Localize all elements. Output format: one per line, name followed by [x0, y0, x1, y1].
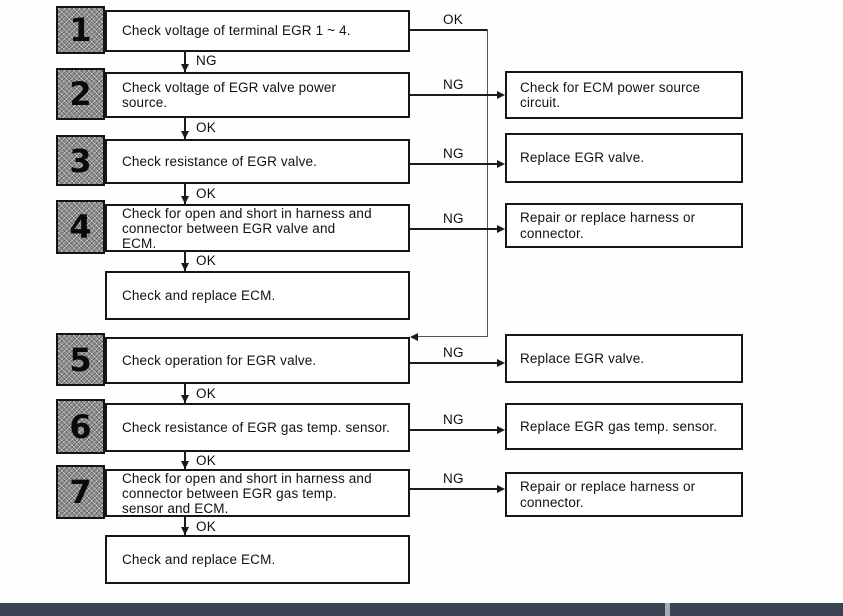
step-2-number: 2	[69, 75, 92, 113]
step-7-text: Check for open and short in harness and …	[122, 470, 372, 516]
arrowhead-s1-s2	[181, 64, 189, 72]
connector-s2-r2	[410, 94, 500, 96]
result-repair-harness-1-text: Repair or replace harness or connector.	[520, 210, 696, 241]
result-replace-gas-temp-sensor-text: Replace EGR gas temp. sensor.	[520, 418, 718, 434]
ng-label-s7: NG	[443, 471, 464, 486]
step-4-box: Check for open and short in harness and …	[105, 204, 410, 252]
ok-label-s3: OK	[196, 186, 217, 201]
ecm-box-lower: Check and replace ECM.	[105, 535, 410, 584]
ok-label-s4: OK	[196, 253, 217, 268]
step-2-text: Check voltage of EGR valve power source.	[122, 79, 337, 111]
ng-label-s3: NG	[443, 146, 464, 161]
result-replace-egr-valve-2-text: Replace EGR valve.	[520, 350, 645, 366]
connector-s2-s3	[184, 118, 186, 139]
step-5-number-badge: 5	[56, 333, 105, 386]
step-6-text: Check resistance of EGR gas temp. sensor…	[122, 419, 391, 435]
step-3-number: 3	[69, 141, 92, 180]
step-4-number-badge: 4	[56, 200, 105, 254]
connector-s3-r3	[410, 163, 500, 165]
step-3-number-badge: 3	[56, 135, 105, 186]
ecm-box-upper: Check and replace ECM.	[105, 271, 410, 320]
step-5-box: Check operation for EGR valve.	[105, 337, 410, 384]
result-replace-egr-valve-1-text: Replace EGR valve.	[520, 150, 645, 166]
ng-label-s5: NG	[443, 345, 464, 360]
ok-label-s7: OK	[196, 519, 217, 534]
connector-s4-ecm1	[184, 252, 186, 271]
ng-label-s4: NG	[443, 211, 464, 226]
page-footer-bar-divider	[665, 603, 670, 616]
arrowhead-s3-s4	[181, 196, 189, 204]
step-5-number: 5	[69, 340, 92, 379]
arrowhead-s3-r3	[497, 160, 505, 168]
step-4-text: Check for open and short in harness and …	[122, 205, 372, 251]
step-5-text: Check operation for EGR valve.	[122, 352, 317, 368]
ecm-lower-text: Check and replace ECM.	[122, 551, 276, 567]
arrowhead-s7-r7	[497, 485, 505, 493]
result-repair-harness-2-text: Repair or replace harness or connector.	[520, 479, 696, 510]
arrowhead-s2-s3	[181, 131, 189, 139]
step-6-box: Check resistance of EGR gas temp. sensor…	[105, 403, 410, 452]
result-ecm-power-text: Check for ECM power source circuit.	[520, 79, 701, 111]
result-box-repair-harness-1: Repair or replace harness or connector.	[505, 203, 743, 248]
step-7-number-badge: 7	[56, 465, 105, 519]
result-box-replace-egr-valve-2: Replace EGR valve.	[505, 334, 743, 383]
connector-s5-s6	[184, 384, 186, 403]
ng-label-s2: NG	[443, 77, 464, 92]
arrowhead-into-step5	[410, 333, 418, 341]
connector-s7-ecm2	[184, 517, 186, 535]
step-3-box: Check resistance of EGR valve.	[105, 139, 410, 184]
step-2-box: Check voltage of EGR valve power source.	[105, 72, 410, 118]
connector-s7-r7	[410, 488, 500, 490]
ok-label-s2: OK	[196, 120, 217, 135]
result-box-replace-gas-temp-sensor: Replace EGR gas temp. sensor.	[505, 403, 743, 450]
result-box-ecm-power: Check for ECM power source circuit.	[505, 71, 743, 119]
ok-label-step1: OK	[443, 12, 464, 27]
result-box-replace-egr-valve-1: Replace EGR valve.	[505, 133, 743, 183]
connector-s1-s2	[184, 52, 186, 72]
step-4-number: 4	[69, 208, 92, 246]
arrowhead-s2-r2	[497, 91, 505, 99]
connector-s6-r6	[410, 429, 500, 431]
result-box-repair-harness-2: Repair or replace harness or connector.	[505, 472, 743, 517]
connector-s1-ok-return	[416, 336, 488, 337]
step-1-number-badge: 1	[56, 6, 105, 54]
step-1-text: Check voltage of terminal EGR 1 ~ 4.	[122, 23, 351, 39]
step-1-number: 1	[69, 11, 92, 49]
step-1-box: Check voltage of terminal EGR 1 ~ 4.	[105, 10, 410, 52]
connector-s4-r4	[410, 228, 500, 230]
arrowhead-s6-s7	[181, 461, 189, 469]
ok-label-s5: OK	[196, 386, 217, 401]
step-3-text: Check resistance of EGR valve.	[122, 153, 318, 169]
step-2-number-badge: 2	[56, 68, 105, 120]
connector-s6-s7	[184, 452, 186, 469]
arrowhead-s4-r4	[497, 225, 505, 233]
connector-s1-ok-h	[410, 29, 488, 31]
arrowhead-s6-r6	[497, 426, 505, 434]
step-7-number: 7	[69, 473, 92, 511]
arrowhead-s4-ecm1	[181, 263, 189, 271]
connector-s5-r5	[410, 362, 500, 364]
connector-s3-s4	[184, 184, 186, 204]
ng-label-s6: NG	[443, 412, 464, 427]
ecm-upper-text: Check and replace ECM.	[122, 287, 276, 303]
arrowhead-s5-r5	[497, 359, 505, 367]
connector-s1-ok-v	[487, 29, 488, 336]
arrowhead-s7-ecm2	[181, 527, 189, 535]
arrowhead-s5-s6	[181, 395, 189, 403]
ng-label-s1: NG	[196, 53, 217, 68]
step-6-number-badge: 6	[56, 399, 105, 454]
page-footer-bar	[0, 603, 843, 616]
step-7-box: Check for open and short in harness and …	[105, 469, 410, 517]
ok-label-s6: OK	[196, 453, 217, 468]
step-6-number: 6	[69, 407, 92, 446]
